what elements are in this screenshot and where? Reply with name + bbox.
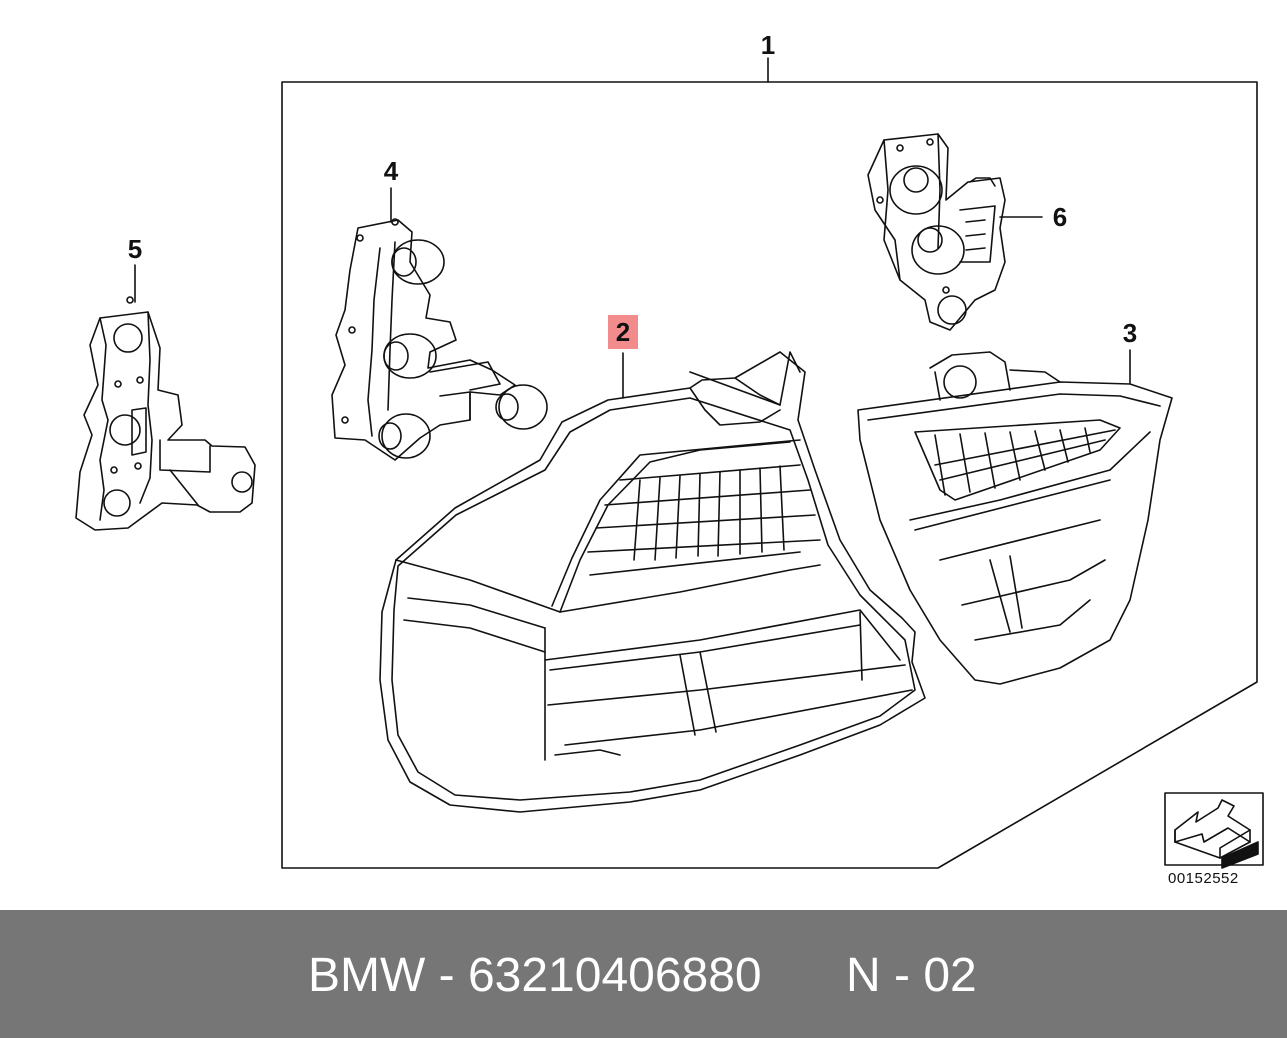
footer-bar: BMW - 63210406880 N - 02 <box>0 910 1287 1038</box>
assembly-frame <box>281 81 1258 869</box>
callout-6: 6 <box>1052 202 1068 232</box>
callout-4: 4 <box>383 156 399 186</box>
callout-3: 3 <box>1122 318 1138 348</box>
part-4-bulb-carrier <box>331 218 548 461</box>
reference-number: 00152552 <box>1168 870 1239 887</box>
diagram-drawing <box>75 57 1264 869</box>
parts-diagram: 1 2 3 4 5 6 00152552 <box>75 30 1264 887</box>
callout-2: 2 <box>608 315 638 349</box>
part-3-inner-tail-light <box>857 351 1173 685</box>
arrow-orientation-icon <box>1164 792 1264 869</box>
part-6-bulb-carrier <box>867 133 1006 331</box>
callout-1: 1 <box>760 30 776 60</box>
part-number-label: BMW - 63210406880 <box>308 949 762 1002</box>
part-2-outer-tail-light <box>379 351 926 813</box>
part-5-bulb-carrier <box>75 296 256 531</box>
callout-5: 5 <box>127 234 143 264</box>
variant-label: N - 02 <box>846 949 977 1002</box>
